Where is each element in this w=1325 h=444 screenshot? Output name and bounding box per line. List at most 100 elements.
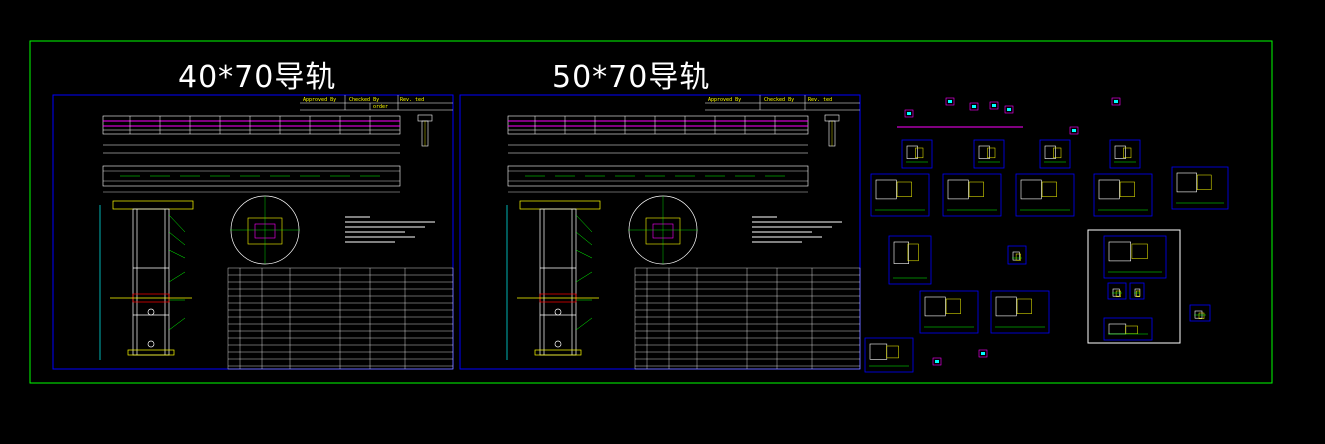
detail-part [875, 179, 897, 200]
detail-view-frame [1171, 166, 1229, 210]
detail-view-frame [1093, 173, 1153, 217]
detail-part [1115, 290, 1121, 297]
detail-part [1125, 325, 1138, 334]
rail-elevation-right [507, 114, 840, 154]
detail-part [1108, 241, 1132, 262]
detail-part [1041, 181, 1057, 197]
mini-detail-fill [981, 352, 985, 355]
mini-detail-fill [948, 100, 952, 103]
sheet-right-title: 50*70导轨 [552, 60, 711, 95]
detail-part [1020, 179, 1042, 200]
outer-frame [29, 40, 1273, 384]
mini-detail [1069, 126, 1079, 135]
detail-part [947, 179, 969, 200]
mini-detail-fill [907, 112, 911, 115]
mini-detail [1004, 105, 1014, 114]
detail-view-frame [864, 337, 914, 373]
detail-part [915, 147, 924, 159]
detail-part [968, 181, 984, 197]
titleblock-left [300, 95, 453, 111]
rail-plan-left [102, 165, 401, 193]
detail-cluster[interactable] [864, 97, 1229, 373]
circle-detail-right [628, 195, 698, 265]
detail-part [907, 243, 919, 262]
mini-detail [978, 349, 988, 358]
detail-view-frame [942, 173, 1002, 217]
detail-part [1044, 145, 1056, 159]
detail-white-frame [1087, 229, 1181, 344]
tb-checked-left: Checked By [349, 97, 379, 103]
detail-part [945, 298, 961, 314]
detail-part [1176, 172, 1197, 193]
mini-detail [904, 109, 914, 118]
detail-part [924, 296, 946, 317]
detail-part [1108, 323, 1127, 335]
detail-view-frame [1039, 139, 1071, 169]
detail-part [1123, 147, 1132, 159]
mini-detail [932, 357, 942, 366]
detail-part [1098, 179, 1120, 200]
tb-rev-right: Rev. ted [808, 97, 832, 103]
mini-detail-fill [1114, 100, 1118, 103]
mini-detail [1111, 97, 1121, 106]
detail-part [1114, 145, 1126, 159]
detail-view-frame [901, 139, 933, 169]
column-side-left [99, 200, 194, 360]
detail-part [896, 181, 912, 197]
detail-part [978, 145, 990, 159]
detail-part [1016, 298, 1032, 314]
detail-part [1198, 312, 1205, 319]
detail-part [1194, 310, 1203, 319]
detail-part [893, 241, 909, 264]
detail-view-frame [1189, 304, 1211, 322]
rail-plan-right [507, 165, 809, 193]
detail-part [1136, 290, 1141, 297]
detail-view-frame [870, 173, 930, 217]
detail-part [1053, 147, 1062, 159]
tb-order-left: order [373, 104, 388, 110]
detail-part [906, 145, 918, 159]
mini-detail-fill [992, 104, 996, 107]
detail-view-frame [919, 290, 979, 334]
bom-table-right [634, 267, 861, 370]
mini-detail [989, 101, 999, 110]
detail-part [1196, 174, 1212, 190]
titleblock-right [705, 95, 860, 111]
detail-view-frame [1103, 317, 1153, 341]
tb-checked-right: Checked By [764, 97, 794, 103]
mini-detail-fill [935, 360, 939, 363]
column-side-right [506, 200, 601, 360]
mini-detail-fill [1007, 108, 1011, 111]
mini-detail [945, 97, 955, 106]
tb-approved-right: Approved By [708, 97, 741, 103]
sheet-right[interactable]: Approved By Checked By Rev. ted [459, 94, 861, 370]
detail-part [995, 296, 1017, 317]
sheet-left[interactable]: Approved By Checked By Rev. ted order [52, 94, 454, 370]
detail-view-frame [1129, 282, 1145, 300]
mini-detail-fill [972, 105, 976, 108]
detail-view-frame [973, 139, 1005, 169]
tb-rev-left: Rev. ted [400, 97, 424, 103]
detail-part [886, 345, 899, 359]
mini-detail-fill [1072, 129, 1076, 132]
notes-left [345, 216, 435, 243]
detail-view-frame [888, 235, 932, 285]
bom-table-left [227, 267, 454, 370]
detail-part [869, 343, 888, 360]
detail-view-frame [990, 290, 1050, 334]
notes-right [752, 216, 842, 243]
detail-part [1015, 253, 1021, 261]
detail-view-frame [1103, 235, 1167, 279]
sheet-left-title: 40*70导轨 [178, 60, 337, 95]
detail-view-frame [1109, 139, 1141, 169]
rail-elevation-left [102, 114, 433, 154]
detail-part [1119, 181, 1135, 197]
circle-detail-left [230, 195, 300, 265]
tb-approved-left: Approved By [303, 97, 336, 103]
detail-view-frame [1015, 173, 1075, 217]
detail-part [1131, 243, 1148, 259]
detail-view-frame [1007, 245, 1027, 265]
detail-part [1134, 288, 1141, 297]
mini-detail [969, 102, 979, 111]
